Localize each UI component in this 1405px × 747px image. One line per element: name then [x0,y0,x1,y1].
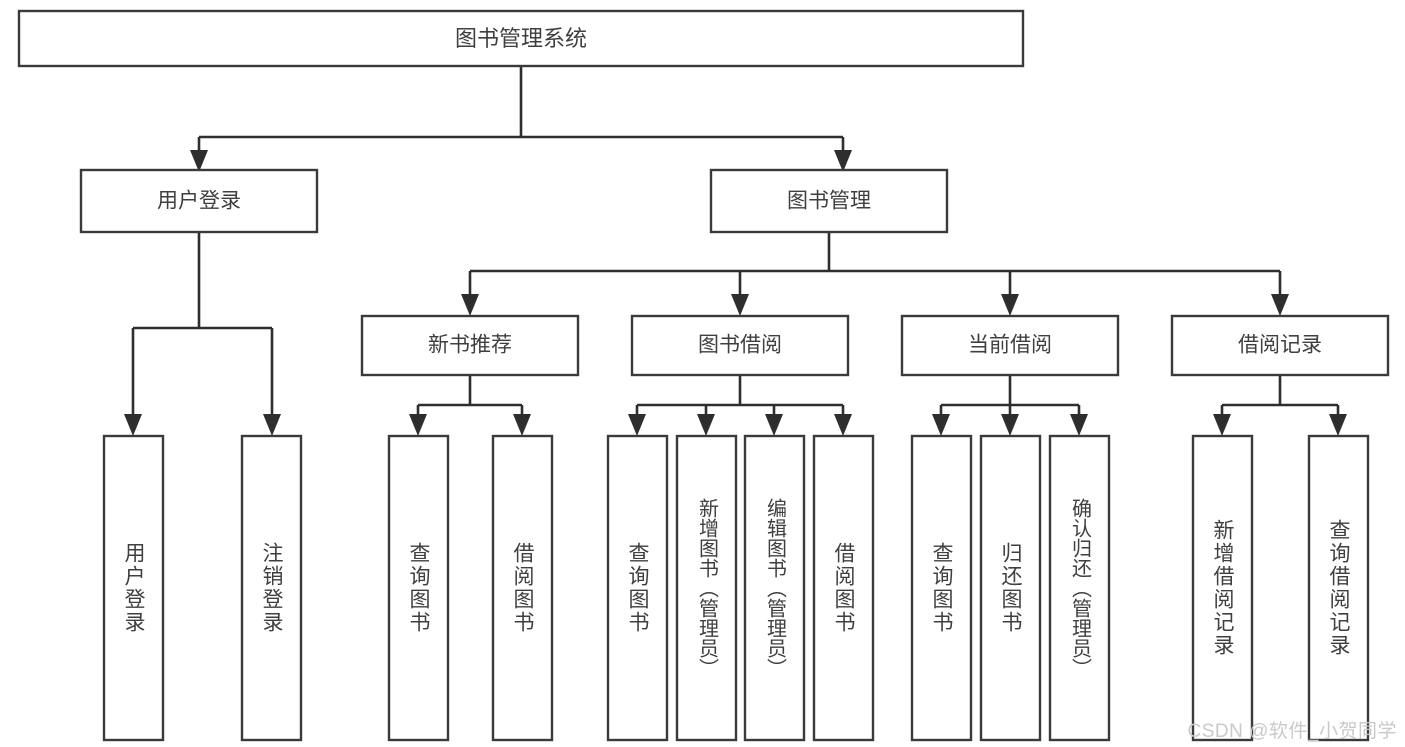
arrow-head-leaf-query-book-2 [628,414,646,436]
arrow-head-book-borrow [731,294,749,316]
leaf-confirm-return-box[interactable] [1048,434,1111,742]
leaf-node-query-book-1[interactable] [387,434,450,742]
node-user-login[interactable]: 用户登录 [79,168,319,234]
arrow-head-leaf-borrow-book-1 [513,414,531,436]
node-book-manage-box[interactable] [709,168,949,234]
leaf-add-book-box[interactable] [675,434,738,742]
node-new-book-recommend[interactable]: 新书推荐 [360,314,580,377]
arrow-head-leaf-user-login [124,414,142,436]
connectors-layer [124,66,1347,436]
arrow-head-leaf-confirm-return [1070,414,1088,436]
leaf-edit-book-box[interactable] [743,434,806,742]
node-user-login-label: 用户登录 [157,190,241,213]
arrow-head-leaf-query-book-1 [409,414,427,436]
leaf-query-book-2-box[interactable] [606,434,669,742]
leaf-node-add-book[interactable] [675,434,738,742]
leaf-logout-login-box[interactable] [240,434,303,742]
leaf-node-query-record[interactable] [1307,434,1370,742]
leaf-node-query-book-2[interactable] [606,434,669,742]
leaf-query-book-3-box[interactable] [910,434,973,742]
node-book-manage-label: 图书管理 [787,190,871,213]
node-borrow-record-box[interactable] [1170,314,1390,377]
arrow-head-leaf-edit-book [765,414,783,436]
leaf-borrow-book-1-box[interactable] [491,434,554,742]
arrow-head-borrow-record [1271,294,1289,316]
arrow-head-leaf-borrow-book-2 [834,414,852,436]
leaf-node-user-login[interactable] [102,434,165,742]
leaf-node-borrow-book-2[interactable] [812,434,875,742]
node-borrow-record[interactable]: 借阅记录 [1170,314,1390,377]
leaf-borrow-book-2-box[interactable] [812,434,875,742]
arrow-head-leaf-return-book [1001,414,1019,436]
leaf-add-record-box[interactable] [1191,434,1254,742]
node-new-book-recommend-box[interactable] [360,314,580,377]
arrow-head-leaf-add-record [1213,414,1231,436]
leaf-query-record-box[interactable] [1307,434,1370,742]
leaf-return-book-box[interactable] [979,434,1042,742]
leaf-node-edit-book[interactable] [743,434,806,742]
node-root[interactable]: 图书管理系统 [17,9,1025,68]
leaf-node-borrow-book-1[interactable] [491,434,554,742]
node-book-borrow[interactable]: 图书借阅 [630,314,850,377]
node-user-login-box[interactable] [79,168,319,234]
leaf-node-add-record[interactable] [1191,434,1254,742]
leaf-query-book-1-box[interactable] [387,434,450,742]
node-book-borrow-label: 图书借阅 [698,334,782,357]
node-current-borrow-label: 当前借阅 [968,334,1052,357]
arrow-head-current-borrow [1001,294,1019,316]
node-book-borrow-box[interactable] [630,314,850,377]
arrow-head-user-login [190,150,208,172]
arrow-head-new-book-recommend [461,294,479,316]
leaf-node-return-book[interactable] [979,434,1042,742]
arrow-head-leaf-add-book [697,414,715,436]
arrow-head-leaf-query-book-3 [932,414,950,436]
leaf-node-query-book-3[interactable] [910,434,973,742]
node-root-label: 图书管理系统 [455,26,587,51]
node-new-book-recommend-label: 新书推荐 [428,334,512,357]
leaf-node-confirm-return[interactable] [1048,434,1111,742]
node-root-box[interactable] [17,9,1025,68]
arrow-head-leaf-logout-login [263,414,281,436]
node-current-borrow-box[interactable] [900,314,1120,377]
leaf-node-logout-login[interactable] [240,434,303,742]
node-book-manage[interactable]: 图书管理 [709,168,949,234]
node-borrow-record-label: 借阅记录 [1238,334,1322,357]
arrow-head-book-manage [834,150,852,172]
leaf-user-login-box[interactable] [102,434,165,742]
watermark: CSDN @软件_小贺同学 [1187,721,1397,742]
node-current-borrow[interactable]: 当前借阅 [900,314,1120,377]
arrow-head-leaf-query-record [1329,414,1347,436]
